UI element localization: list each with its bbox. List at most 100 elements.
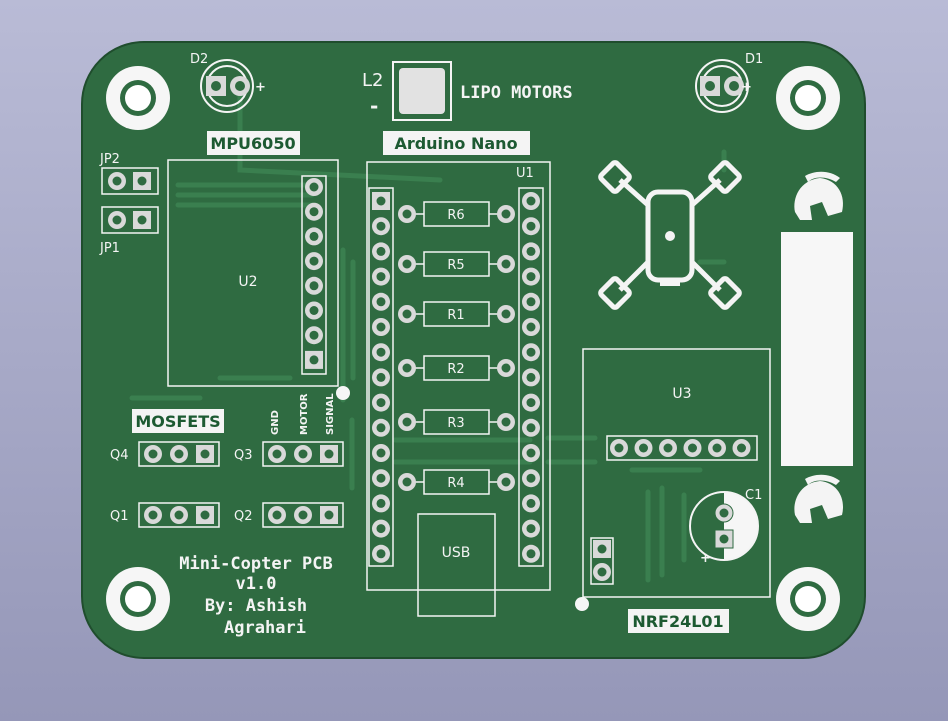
arduino-pad xyxy=(372,418,390,437)
lipo-motors-label: LIPO MOTORS xyxy=(460,83,573,103)
resistor-pad xyxy=(497,359,515,377)
mpu-pad xyxy=(305,350,323,369)
nrf-label: NRF24L01 xyxy=(632,612,723,631)
d1-plus-mark: + xyxy=(741,80,752,95)
c1-plus-mark: + xyxy=(700,551,711,566)
nrf-power-header xyxy=(590,537,614,585)
mpu6050-header xyxy=(301,175,327,375)
jumper-jp1 xyxy=(101,206,159,234)
arduino-pad xyxy=(522,494,540,513)
nrf-pad xyxy=(708,439,726,457)
arduino-pad xyxy=(372,217,390,236)
arduino-pad xyxy=(372,318,390,336)
jp1-label: JP1 xyxy=(99,241,120,256)
led-d1 xyxy=(695,59,749,113)
resistor-r2: R2 xyxy=(398,355,515,381)
nrf-pad xyxy=(659,439,677,457)
nrf-pad xyxy=(634,439,653,457)
fiducial-1 xyxy=(336,386,350,400)
title-line-2: v1.0 xyxy=(236,574,277,594)
arduino-pad xyxy=(522,242,540,261)
arduino-headers xyxy=(368,187,544,567)
resistor-pad xyxy=(398,305,416,323)
resistor-pad xyxy=(497,255,515,273)
resistor-pad xyxy=(497,473,515,491)
mpu-pad xyxy=(305,227,323,246)
arduino-pad xyxy=(372,494,390,513)
capacitor-c1 xyxy=(689,491,759,561)
u3-label: U3 xyxy=(672,386,691,402)
mpu-pad xyxy=(305,178,323,196)
resistor-r1: R1 xyxy=(398,301,515,327)
jumper-jp2 xyxy=(101,167,159,195)
arduino-pad xyxy=(372,343,390,362)
title-line-3: By: Ashish xyxy=(205,596,307,616)
mosfet-q2 xyxy=(262,502,344,528)
l2-label: L2 xyxy=(362,70,383,91)
resistor-r4: R4 xyxy=(398,469,515,495)
silkscreen-bar xyxy=(781,232,853,466)
nrf-pad xyxy=(683,439,702,457)
resistor-label: R5 xyxy=(447,258,464,273)
q3-label: Q3 xyxy=(234,448,253,463)
resistor-r6: R6 xyxy=(398,201,515,227)
helmet-icon-top xyxy=(794,171,844,220)
q1-label: Q1 xyxy=(110,509,129,524)
quadcopter-icon xyxy=(598,160,742,310)
resistor-label: R6 xyxy=(447,208,464,223)
arduino-pad xyxy=(522,444,540,462)
lipo-pad xyxy=(399,68,445,114)
arduino-pad xyxy=(372,469,390,488)
led-d2 xyxy=(200,59,254,113)
mpu6050-outline xyxy=(167,159,339,387)
arduino-pad xyxy=(522,217,540,236)
jp2-label: JP2 xyxy=(99,152,120,167)
arduino-pad xyxy=(522,343,540,362)
arduino-label: Arduino Nano xyxy=(394,134,517,153)
resistor-label: R2 xyxy=(447,362,464,377)
arduino-pad xyxy=(522,469,540,488)
resistor-label: R4 xyxy=(447,476,464,491)
resistor-pad xyxy=(497,205,515,223)
u1-label: U1 xyxy=(516,166,534,181)
resistor-pad xyxy=(398,473,416,491)
resistor-pad xyxy=(398,413,416,431)
arduino-pad xyxy=(372,444,390,462)
resistor-r3: R3 xyxy=(398,409,515,435)
arduino-pad xyxy=(522,292,540,311)
mpu-pad xyxy=(305,202,323,221)
usb-outline xyxy=(417,513,496,617)
arduino-pad xyxy=(372,192,390,210)
mosfet-q1 xyxy=(138,502,220,528)
nrf-pad xyxy=(610,439,628,457)
resistor-pad xyxy=(398,205,416,223)
helmet-icon-bottom xyxy=(794,474,844,523)
arduino-pad xyxy=(372,242,390,261)
mpu-label: MPU6050 xyxy=(210,134,295,153)
usb-label: USB xyxy=(442,545,471,561)
d2-label: D2 xyxy=(190,52,208,67)
arduino-pad xyxy=(372,393,390,412)
arduino-pad xyxy=(372,267,390,286)
arduino-pad xyxy=(372,544,390,563)
mpu-pad xyxy=(305,301,323,320)
arduino-pad xyxy=(522,267,540,286)
resistor-label: R1 xyxy=(447,308,464,323)
arduino-pad xyxy=(522,318,540,336)
arduino-label-box xyxy=(383,131,530,155)
resistor-pad xyxy=(398,359,416,377)
q3-pin-label-signal: SIGNAL xyxy=(325,393,336,435)
mosfets-label: MOSFETS xyxy=(135,412,220,431)
arduino-pad xyxy=(372,519,390,538)
resistor-pad xyxy=(497,305,515,323)
mounting-holes xyxy=(106,66,840,631)
arduino-pad xyxy=(522,393,540,412)
mpu-pad xyxy=(305,276,323,295)
resistor-pad xyxy=(398,255,416,273)
q2-label: Q2 xyxy=(234,509,253,524)
lipo-connector-outline xyxy=(392,61,452,121)
resistor-pad xyxy=(497,413,515,431)
nrf-pad xyxy=(732,439,751,457)
